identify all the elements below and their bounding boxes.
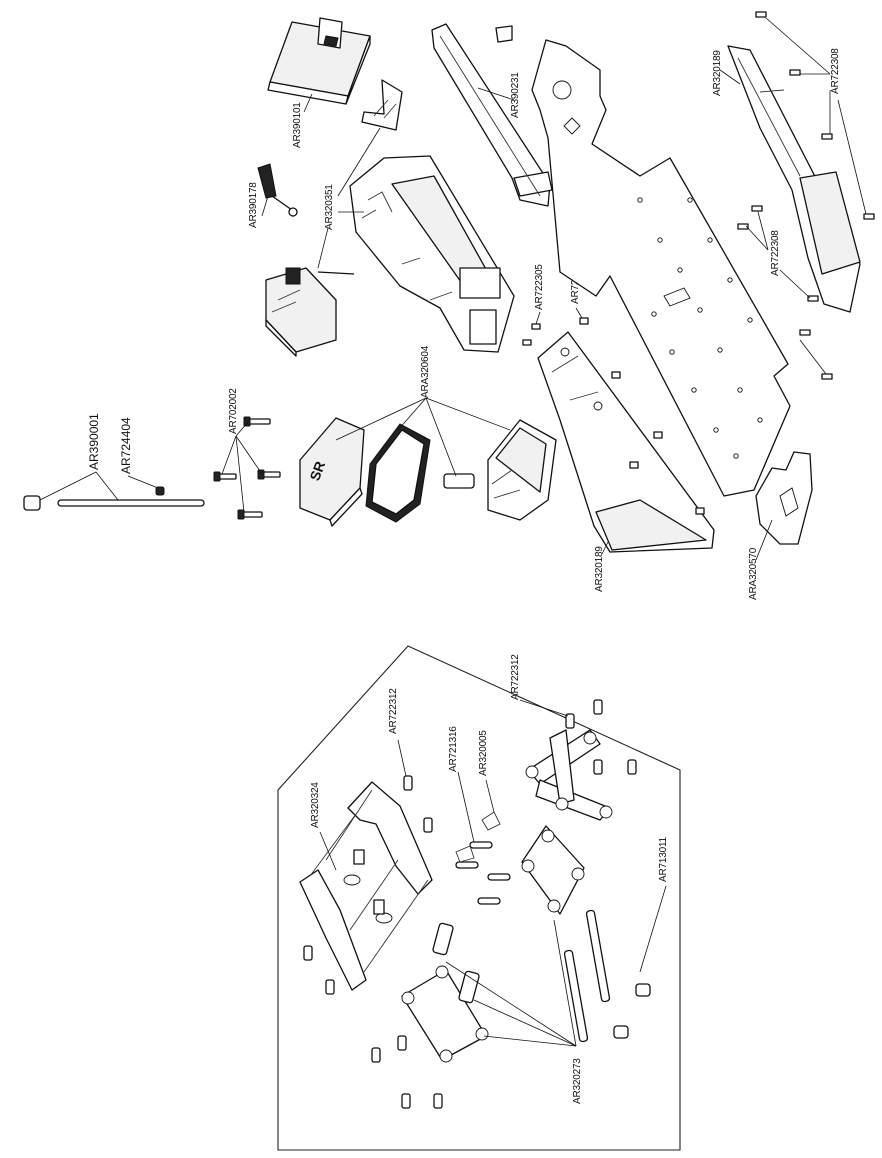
leader-ara320570 xyxy=(755,519,773,561)
leader-ar390231 xyxy=(477,87,515,101)
label-ar390101: AR390101 xyxy=(292,102,303,148)
leader-ar390101 xyxy=(303,93,313,113)
case-gasket xyxy=(365,423,431,523)
svg-text:SR: SR xyxy=(306,459,328,483)
battery-block xyxy=(267,17,371,105)
lower-side-rail xyxy=(537,331,715,553)
label-ar390231: AR390231 xyxy=(510,72,521,118)
label-ar722305: AR722305 xyxy=(534,264,545,310)
label-ara320570: ARA320570 xyxy=(748,547,759,600)
upper-linkage xyxy=(519,699,637,821)
side-bar-ar390231 xyxy=(431,23,553,207)
label-ar722312-right: AR722312 xyxy=(510,654,521,700)
label-ar320189-bottom: AR320189 xyxy=(594,546,605,592)
detail-panel-frame xyxy=(277,645,681,1151)
case-lid: SR xyxy=(299,417,365,527)
leader-ar390178 xyxy=(261,195,269,217)
pins-cluster xyxy=(455,771,511,905)
leader-ar320351-c xyxy=(317,227,329,269)
screws-ar722308-top xyxy=(755,11,875,220)
main-chassis-plate xyxy=(531,39,791,497)
label-ar390178: AR390178 xyxy=(248,182,259,228)
label-ar724404: AR724404 xyxy=(119,417,133,474)
label-ar702002: AR702002 xyxy=(228,388,239,434)
roll-cage xyxy=(299,781,433,991)
leader-ar320189-top xyxy=(719,69,741,85)
label-ar721316: AR721316 xyxy=(448,726,459,772)
switch-ar390178 xyxy=(257,163,298,217)
screws-ar722308-right xyxy=(737,205,833,380)
leader-ar320273 xyxy=(445,919,577,1047)
plate-screws xyxy=(611,371,705,515)
bottom-screws xyxy=(371,1035,443,1109)
label-ar320189-top: AR320189 xyxy=(712,50,723,96)
end-plate-ara320570 xyxy=(755,451,813,545)
label-ar390001: AR390001 xyxy=(87,413,101,470)
chassis-tray xyxy=(349,155,515,353)
cage-screws xyxy=(303,739,433,995)
label-ar320273: AR320273 xyxy=(572,1058,583,1104)
leader-ara320604 xyxy=(335,397,511,477)
label-ar713011: AR713011 xyxy=(658,836,669,882)
leader-ar320324 xyxy=(319,831,337,871)
label-ar320324: AR320324 xyxy=(310,782,321,828)
body-pin-group xyxy=(23,486,205,511)
case-body xyxy=(487,419,557,521)
screw-ar722308-mid xyxy=(575,307,589,325)
clip-bracket xyxy=(361,79,403,131)
label-ar722308-right: AR722308 xyxy=(770,230,781,276)
long-rods xyxy=(563,885,667,1043)
label-ar722308-top: AR722308 xyxy=(830,48,841,94)
label-ar320351: AR320351 xyxy=(324,184,335,230)
middle-linkage xyxy=(521,825,585,915)
screw-set-ar702002 xyxy=(213,416,281,520)
upper-side-rail xyxy=(727,45,861,313)
case-plug xyxy=(443,473,475,489)
screw-pair-ar722305 xyxy=(522,311,541,346)
receiver-box xyxy=(265,267,355,357)
label-ara320604: ARA320604 xyxy=(420,345,431,398)
leader-lines-left xyxy=(39,471,159,501)
label-ar722312-left: AR722312 xyxy=(388,688,399,734)
leader-ar320189-bottom xyxy=(601,541,609,555)
label-ar320005: AR320005 xyxy=(478,730,489,776)
leader-ar320351 xyxy=(337,127,381,197)
lower-linkage xyxy=(401,922,489,1063)
